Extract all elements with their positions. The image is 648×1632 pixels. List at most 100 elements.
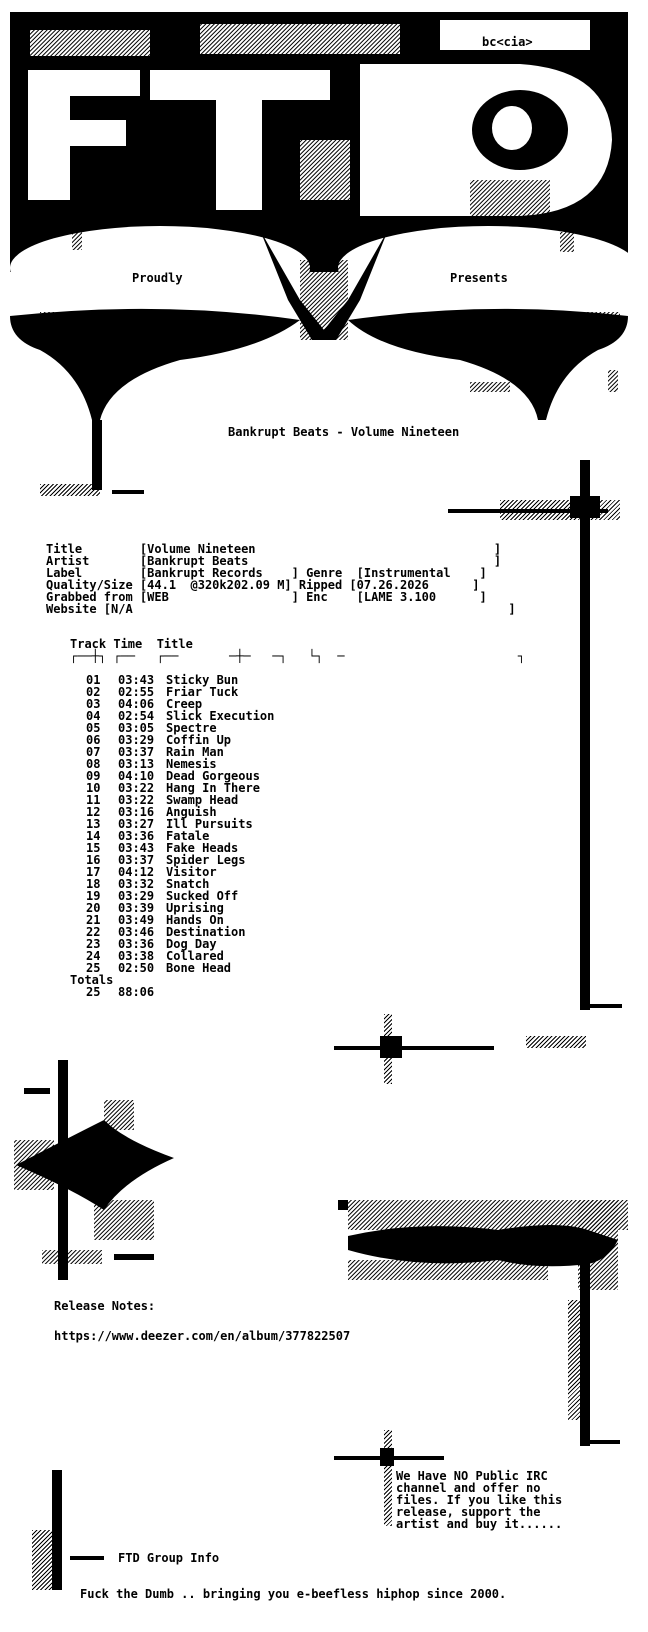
group-info-heading: FTD Group Info (118, 1551, 220, 1565)
track-number: 10 (86, 781, 101, 795)
track-title: Fatale (166, 829, 210, 843)
info-website-line: Website [N/A ] (46, 602, 516, 616)
track-title: Visitor (166, 865, 217, 879)
track-time: 02:50 (118, 961, 155, 975)
track-number: 18 (86, 877, 101, 891)
irc-notice-2: channel and offer no (396, 1481, 541, 1495)
track-title: Spectre (166, 721, 217, 735)
right-arm-art (338, 1200, 628, 1290)
track-row: 18 03:32 Snatch (86, 878, 386, 890)
irc-notice-5: artist and buy it...... (396, 1517, 563, 1531)
track-time: 04:10 (118, 769, 155, 783)
track-time: 03:39 (118, 901, 155, 915)
track-number: 20 (86, 901, 101, 915)
tracklist-header: Track Time Title (70, 637, 193, 651)
track-row: 08 03:13 Nemesis (86, 758, 386, 770)
track-time: 03:46 (118, 925, 155, 939)
track-number: 02 (86, 685, 101, 699)
track-time: 03:22 (118, 793, 155, 807)
track-time: 03:32 (118, 877, 155, 891)
track-number: 16 (86, 853, 101, 867)
right-lower-foot (580, 1440, 620, 1444)
right-cross-node (570, 496, 600, 518)
irc-notice-3: files. If you like this (396, 1493, 563, 1507)
right-vertical-line (580, 460, 590, 1010)
track-number: 14 (86, 829, 101, 843)
track-number: 09 (86, 769, 101, 783)
left-pillar-hatch (40, 484, 100, 496)
right-foot-hatch (526, 1036, 586, 1048)
mid-cross-vert (384, 1014, 392, 1084)
track-time: 03:22 (118, 781, 155, 795)
track-row: 10 03:22 Hang In There (86, 782, 386, 794)
track-time: 03:43 (118, 841, 155, 855)
track-number: 01 (86, 673, 101, 687)
left-pillar-dash (112, 490, 144, 494)
track-title: Fake Heads (166, 841, 239, 855)
bottom-left-hatch (32, 1530, 62, 1590)
track-title: Collared (166, 949, 224, 963)
track-title: Destination (166, 925, 246, 939)
track-number: 13 (86, 817, 101, 831)
track-time: 03:29 (118, 733, 155, 747)
track-row: 12 03:16 Anguish (86, 806, 386, 818)
right-lower-line (580, 1250, 590, 1446)
track-title: Uprising (166, 901, 224, 915)
totals-count: 25 (86, 985, 101, 999)
track-number: 22 (86, 925, 101, 939)
irc-notice-1: We Have NO Public IRC (396, 1469, 548, 1483)
track-number: 08 (86, 757, 101, 771)
release-notes-url[interactable]: https://www.deezer.com/en/album/37782250… (54, 1329, 351, 1343)
track-row: 03 04:06 Creep (86, 698, 386, 710)
track-number: 03 (86, 697, 101, 711)
track-title: Anguish (166, 805, 217, 819)
track-number: 19 (86, 889, 101, 903)
bottom-cross-vert (384, 1430, 392, 1526)
track-number: 12 (86, 805, 101, 819)
track-number: 06 (86, 733, 101, 747)
release-notes-heading: Release Notes: (54, 1299, 156, 1313)
track-number: 15 (86, 841, 101, 855)
track-title: Swamp Head (166, 793, 239, 807)
track-title: Rain Man (166, 745, 224, 759)
info-artist-line: Artist [Bankrupt Beats ] (46, 554, 502, 568)
track-time: 04:06 (118, 697, 155, 711)
proudly-text: Proudly (132, 271, 183, 285)
track-row: 02 02:55 Friar Tuck (86, 686, 386, 698)
track-title: Snatch (166, 877, 210, 891)
track-row: 20 03:39 Uprising (86, 902, 386, 914)
right-line-foot (580, 1004, 622, 1008)
track-title: Dog Day (166, 937, 217, 951)
track-time: 02:54 (118, 709, 155, 723)
track-number: 07 (86, 745, 101, 759)
track-number: 11 (86, 793, 101, 807)
right-cross-hatch (500, 500, 620, 520)
track-title: Bone Head (166, 961, 232, 975)
track-title: Creep (166, 697, 203, 711)
track-title: Friar Tuck (166, 685, 239, 699)
track-time: 03:13 (118, 757, 155, 771)
totals-time: 88:06 (118, 985, 155, 999)
track-time: 03:43 (118, 673, 155, 687)
group-tagline: Fuck the Dumb .. bringing you e-beefless… (80, 1587, 507, 1601)
track-title: Sucked Off (166, 889, 239, 903)
track-title: Nemesis (166, 757, 217, 771)
track-time: 03:29 (118, 889, 155, 903)
release-title: Bankrupt Beats - Volume Nineteen (228, 425, 460, 439)
art-credit: bc<cia> (482, 35, 533, 49)
track-number: 17 (86, 865, 101, 879)
track-time: 03:16 (118, 805, 155, 819)
presents-text: Presents (450, 271, 508, 285)
track-title: Hang In There (166, 781, 260, 795)
mid-cross-dash (334, 1046, 494, 1050)
track-row: 22 03:46 Destination (86, 926, 386, 938)
track-time: 02:55 (118, 685, 155, 699)
track-number: 05 (86, 721, 101, 735)
